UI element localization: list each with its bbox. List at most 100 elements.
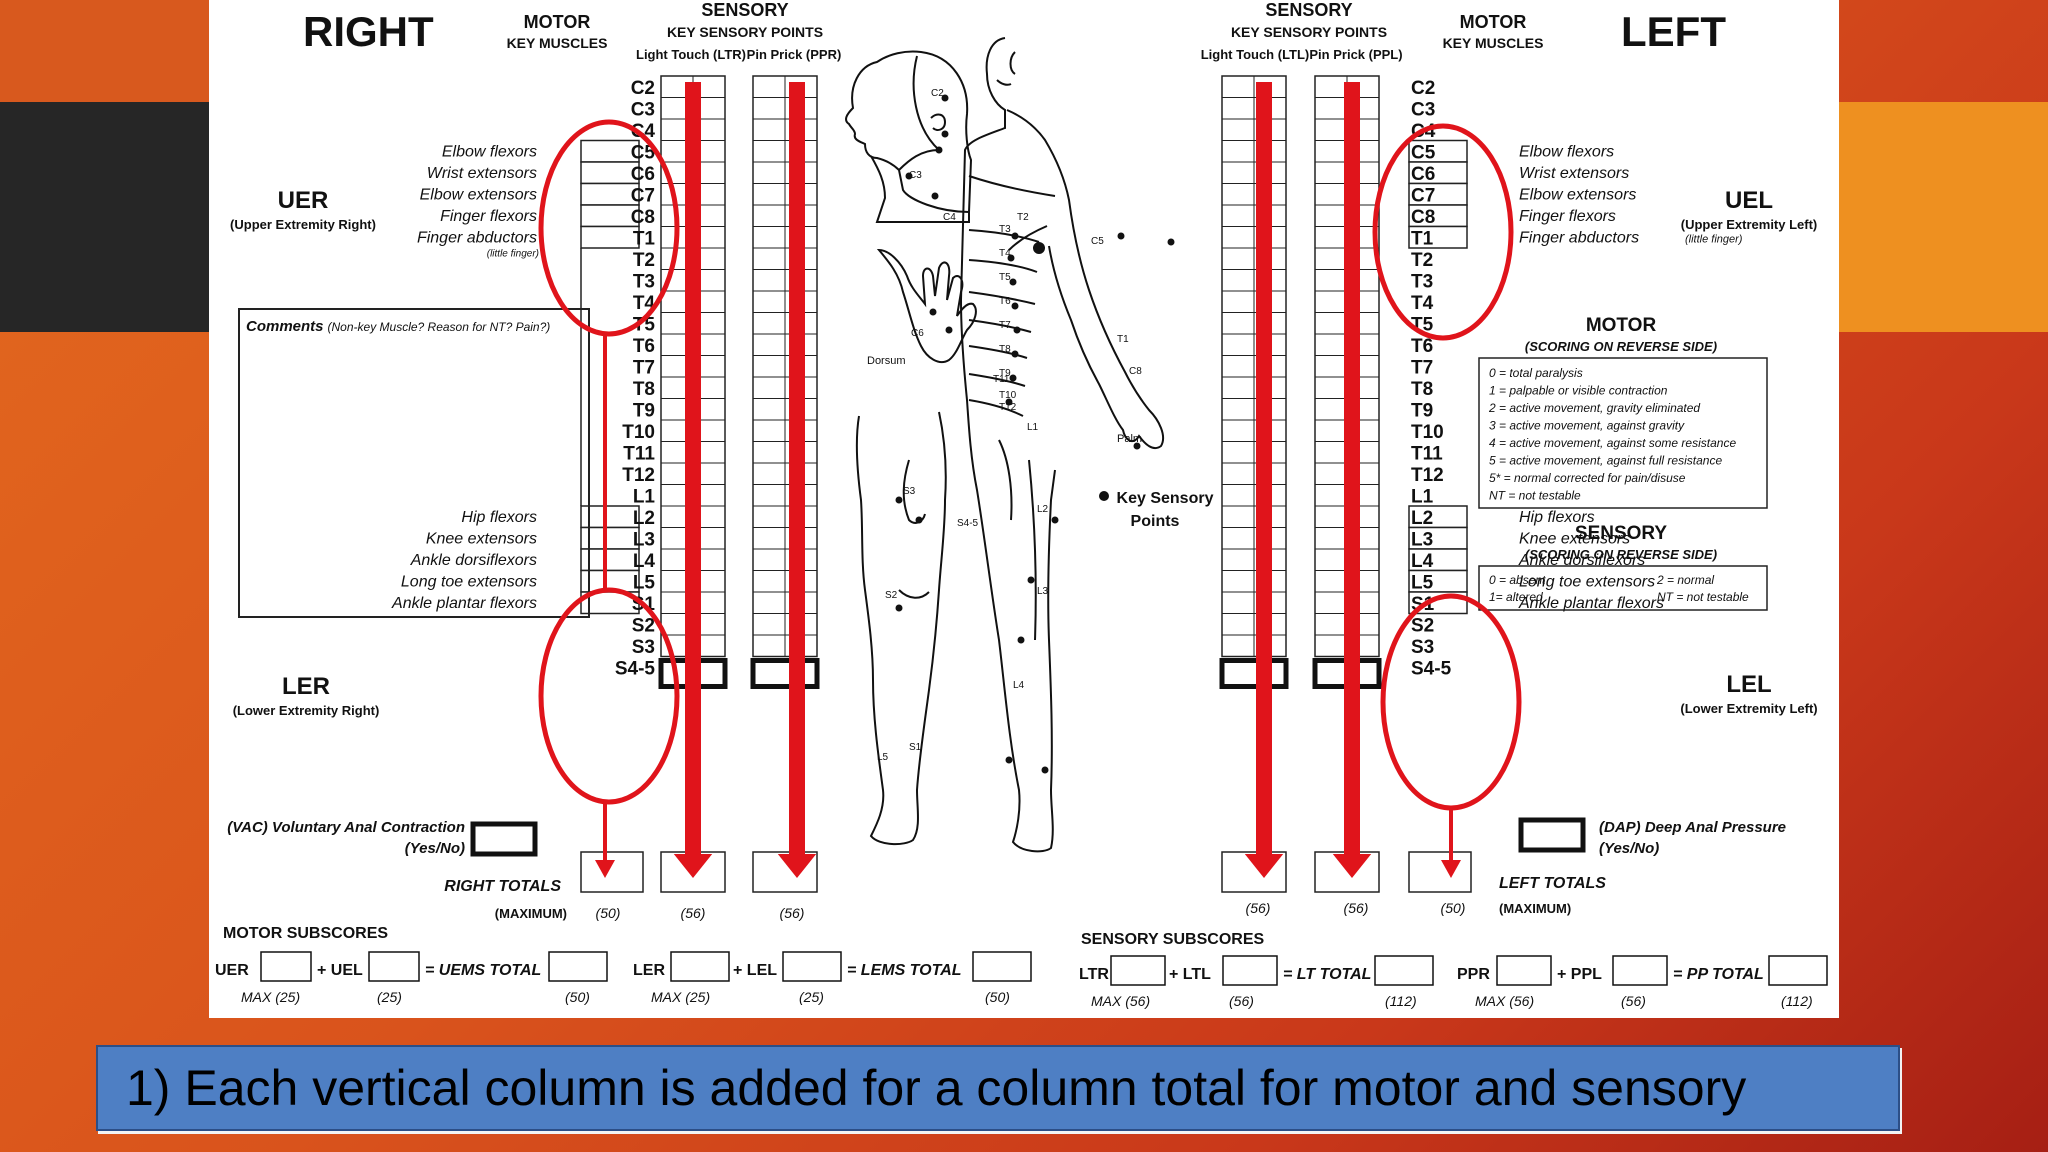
ss-max-ppl: (56) xyxy=(1621,993,1646,1009)
ms-uer-box[interactable] xyxy=(260,951,312,982)
vac-label: (VAC) Voluntary Anal Contraction xyxy=(227,819,465,836)
red-annotations xyxy=(538,82,1522,878)
level-label-right: L1 xyxy=(633,486,656,507)
dermatome-label: T7 xyxy=(999,320,1011,331)
caption-text: 1) Each vertical column is added for a c… xyxy=(126,1060,1747,1116)
dap-box[interactable] xyxy=(1518,817,1586,853)
key-sensory-dot xyxy=(905,172,913,180)
key-sensory-dot xyxy=(1005,398,1013,406)
dap-yes-no: (Yes/No) xyxy=(1599,840,1659,857)
ms-ler-box[interactable] xyxy=(670,951,730,982)
isncsci-worksheet: RIGHT LEFT MOTOR KEY MUSCLES MOTOR KEY M… xyxy=(209,0,1839,1018)
uel-label: UEL xyxy=(1725,187,1773,214)
level-label-right: T10 xyxy=(622,422,655,443)
motor-scale-item: 2 = active movement, gravity eliminated xyxy=(1488,401,1700,415)
key-sensory-dot xyxy=(1167,238,1175,246)
level-label-right: T7 xyxy=(633,357,655,378)
key-sensory-dot xyxy=(1009,278,1017,286)
level-label-left: S4-5 xyxy=(1411,658,1452,679)
ss-max-ltr: MAX (56) xyxy=(1091,993,1150,1009)
key-sensory-dot xyxy=(1013,326,1021,334)
ms-uems-box[interactable] xyxy=(548,951,608,982)
vac-box[interactable] xyxy=(470,821,538,857)
upper-muscle-right: Elbow flexors xyxy=(442,143,537,160)
ss-ppl-box[interactable] xyxy=(1612,955,1668,986)
motor-box-right[interactable] xyxy=(580,225,640,249)
upper-muscle-left: Finger flexors xyxy=(1519,208,1616,225)
right-maximum-label: (MAXIMUM) xyxy=(495,906,567,921)
dermatome-label: C5 xyxy=(1091,236,1104,247)
level-label-right: C2 xyxy=(631,78,655,99)
motor-scale-item: 3 = active movement, against gravity xyxy=(1489,419,1685,433)
level-label-left: S2 xyxy=(1411,615,1434,636)
dermatome-label: T10 xyxy=(999,390,1017,401)
level-label-left: C6 xyxy=(1411,164,1435,185)
upper-muscle-right: Finger flexors xyxy=(440,208,537,225)
ss-ppr-box[interactable] xyxy=(1496,955,1552,986)
ler-full: (Lower Extremity Right) xyxy=(233,703,380,718)
right-totals-label: RIGHT TOTALS xyxy=(444,878,561,895)
level-label-left: C7 xyxy=(1411,185,1435,206)
ms-uel: + UEL xyxy=(317,962,363,979)
comments-box[interactable] xyxy=(238,308,590,618)
ss-pp-total: = PP TOTAL xyxy=(1673,966,1764,983)
level-label-right: S2 xyxy=(632,615,655,636)
ler-label: LER xyxy=(282,673,330,700)
arrow-lt-right-head xyxy=(673,854,713,878)
lower-muscle-right: Long toe extensors xyxy=(401,573,537,590)
dermatome-label: T2 xyxy=(1017,212,1029,223)
level-labels-right: C2C3C4C5C6C7C8T1T2T3T4T5T6T7T8T9T10T11T1… xyxy=(615,78,656,680)
level-label-right: S3 xyxy=(632,637,655,658)
dermatome-label: T11 xyxy=(993,374,1010,385)
left-motor-max: (50) xyxy=(1441,900,1466,916)
level-label-right: C8 xyxy=(631,207,655,228)
ms-lel-box[interactable] xyxy=(782,951,842,982)
ss-lt-total: = LT TOTAL xyxy=(1283,966,1371,983)
level-label-right: T3 xyxy=(633,271,655,292)
level-label-left: T2 xyxy=(1411,250,1433,271)
ms-ler: LER xyxy=(633,962,665,979)
key-sensory-dot xyxy=(929,308,937,316)
uer-label: UER xyxy=(278,187,329,214)
ms-max-lel: (25) xyxy=(799,989,824,1005)
lel-label: LEL xyxy=(1726,671,1771,698)
key-sensory-dot xyxy=(1041,766,1049,774)
level-label-right: C7 xyxy=(631,185,655,206)
right-motor-max: (50) xyxy=(596,905,621,921)
arrow-lt-left-head xyxy=(1244,854,1284,878)
ss-ltr-box[interactable] xyxy=(1110,955,1166,986)
dermatome-labels: C2C3C4C6C5T1C8S3S4-5S2S1L5L4L3L2L1T2T3T4… xyxy=(877,88,1142,763)
ss-pp-total-box[interactable] xyxy=(1768,955,1828,986)
dermatome-label: L5 xyxy=(877,752,889,763)
sensory-scale-title: SENSORY xyxy=(1575,523,1668,544)
ss-ltl-box[interactable] xyxy=(1222,955,1278,986)
ms-lems-total: = LEMS TOTAL xyxy=(847,962,962,979)
little-finger-left: (little finger) xyxy=(1685,233,1743,245)
header-key-muscles-right: KEY MUSCLES xyxy=(507,35,608,51)
level-label-left: T12 xyxy=(1411,465,1444,486)
level-label-left: T6 xyxy=(1411,336,1433,357)
body-front-diagram xyxy=(959,37,1165,853)
ms-uel-box[interactable] xyxy=(368,951,420,982)
total-motor-right[interactable] xyxy=(580,851,644,893)
sensory-item-altered: 1= altered xyxy=(1489,590,1543,604)
vac-yes-no: (Yes/No) xyxy=(405,840,465,857)
dermatome-label: T6 xyxy=(999,296,1011,307)
motor-box-left[interactable] xyxy=(1408,225,1468,249)
header-motor-right: MOTOR xyxy=(524,12,591,32)
ss-lt-total-box[interactable] xyxy=(1374,955,1434,986)
ms-lems-box[interactable] xyxy=(972,951,1032,982)
ss-max-ppr: MAX (56) xyxy=(1475,993,1534,1009)
cell-s45-lt-left[interactable] xyxy=(1219,658,1289,689)
key-sensory-dot-large xyxy=(1033,242,1045,254)
total-motor-left[interactable] xyxy=(1408,851,1472,893)
key-sensory-dot xyxy=(935,146,943,154)
dermatome-label: T8 xyxy=(999,344,1011,355)
key-sensory-dot xyxy=(1009,374,1017,382)
left-maximum-label: (MAXIMUM) xyxy=(1499,901,1571,916)
ss-ltl: + LTL xyxy=(1169,966,1211,983)
level-label-right: C3 xyxy=(631,99,655,120)
key-sensory-dot xyxy=(941,130,949,138)
level-label-left: L2 xyxy=(1411,508,1433,529)
cell-s45-pp-right[interactable] xyxy=(750,658,820,689)
